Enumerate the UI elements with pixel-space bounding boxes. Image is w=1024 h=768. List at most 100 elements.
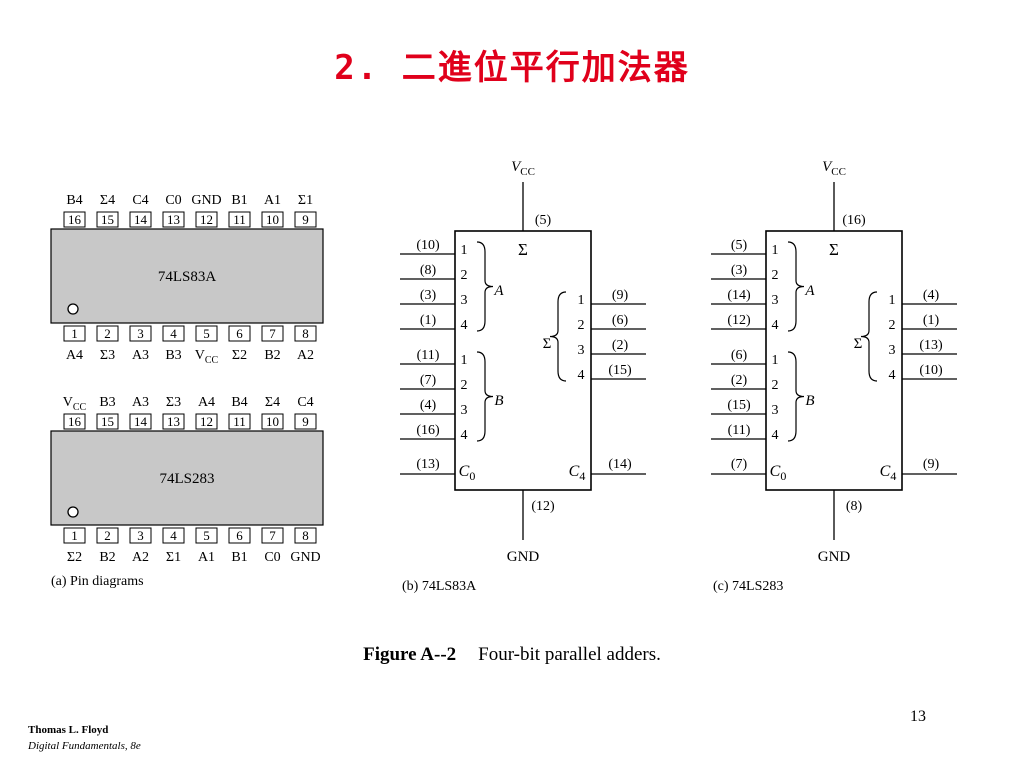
pin-number: 14 — [134, 212, 148, 227]
pin-number: 3 — [137, 326, 144, 341]
page-number: 13 — [910, 708, 926, 725]
pin-number: 8 — [302, 528, 309, 543]
pin-signal-label: Σ1 — [166, 550, 181, 565]
pin-box — [228, 211, 251, 228]
pin1-indicator-dot — [67, 506, 79, 518]
sum-bit-number: 4 — [889, 368, 896, 383]
sum-bit-number: 4 — [578, 368, 585, 383]
sum-bit-number: 3 — [889, 343, 896, 358]
sum-pin-number: (13) — [919, 338, 943, 353]
c0-pin-number: (7) — [731, 457, 748, 472]
pin-signal-label: Σ2 — [232, 348, 247, 363]
pin-number: 7 — [269, 326, 276, 341]
figure-label: Figure A--2 — [363, 644, 457, 665]
c0-label: C0 — [770, 463, 787, 483]
group-a-label: A — [493, 283, 504, 299]
pin-signal-label: A1 — [198, 550, 215, 565]
pin-signal-label: VCC — [63, 395, 87, 413]
b-bit-number: 3 — [772, 403, 779, 418]
pin-box — [96, 325, 119, 342]
pin-signal-label: C0 — [264, 550, 280, 565]
group-b-label: B — [805, 393, 814, 409]
pin-signal-label: B3 — [165, 348, 181, 363]
pin-box — [294, 211, 317, 228]
pin-box — [294, 413, 317, 430]
pin-diagrams-label: (a) Pin diagrams — [51, 574, 144, 589]
pin-signal-label: C0 — [165, 193, 181, 208]
pin-box — [129, 413, 152, 430]
pin-box — [195, 211, 218, 228]
pin-number: 6 — [236, 326, 243, 341]
pin-number: 6 — [236, 528, 243, 543]
gnd-pin-number: (12) — [531, 499, 555, 514]
sum-pin-number: (15) — [608, 363, 632, 378]
pin-number: 10 — [266, 212, 279, 227]
pin-signal-label: A3 — [132, 395, 149, 410]
pin-signal-label: A4 — [66, 348, 83, 363]
sigma-symbol: Σ — [829, 240, 839, 259]
gnd-label: GND — [818, 549, 851, 565]
pin-box — [96, 211, 119, 228]
pin-box — [294, 527, 317, 544]
sum-pin-number: (1) — [923, 313, 940, 328]
slide-title: 2. 二進位平行加法器 — [334, 48, 690, 88]
b-bit-number: 2 — [772, 378, 779, 393]
pin-number: 16 — [68, 212, 82, 227]
sum-pin-number: (9) — [612, 288, 629, 303]
vcc-label: VCC — [511, 159, 535, 178]
gnd-pin-number: (8) — [846, 499, 863, 514]
b-pin-number: (7) — [420, 373, 437, 388]
sigma-symbol: Σ — [518, 240, 528, 259]
a-bit-number: 4 — [461, 318, 468, 333]
pin-number: 3 — [137, 528, 144, 543]
pin-box — [261, 325, 284, 342]
pin-number: 4 — [170, 528, 177, 543]
pin-number: 4 — [170, 326, 177, 341]
b-pin-number: (16) — [416, 423, 440, 438]
a-bit-number: 3 — [772, 293, 779, 308]
pin-box — [228, 527, 251, 544]
pin-number: 9 — [302, 414, 309, 429]
sum-group-sigma: Σ — [543, 336, 552, 352]
b-bit-number: 3 — [461, 403, 468, 418]
vcc-label: VCC — [822, 159, 846, 178]
pin-number: 14 — [134, 414, 148, 429]
brace-sum — [549, 291, 567, 382]
pin-signal-label: Σ4 — [100, 193, 115, 208]
a-bit-number: 2 — [772, 268, 779, 283]
pin-box — [195, 325, 218, 342]
pin-signal-label: B4 — [66, 193, 82, 208]
symbol-figure-label: (c) 74LS283 — [713, 579, 783, 594]
a-pin-number: (5) — [731, 238, 748, 253]
pin-signal-label: VCC — [195, 348, 219, 366]
pin-number: 10 — [266, 414, 279, 429]
pin-signal-label: C4 — [297, 395, 313, 410]
brace-b — [787, 351, 805, 442]
chip-body — [50, 228, 324, 324]
pin-number: 1 — [71, 528, 78, 543]
pin-signal-label: GND — [191, 193, 221, 208]
pin-number: 2 — [104, 326, 111, 341]
a-pin-number: (3) — [420, 288, 437, 303]
pin-number: 15 — [101, 212, 114, 227]
c4-pin-number: (9) — [923, 457, 940, 472]
pin-box — [228, 325, 251, 342]
pin-box — [228, 413, 251, 430]
vcc-pin-number: (5) — [535, 213, 552, 228]
c0-pin-number: (13) — [416, 457, 440, 472]
pin-box — [63, 211, 86, 228]
sum-bit-number: 2 — [889, 318, 896, 333]
sum-pin-number: (4) — [923, 288, 940, 303]
a-bit-number: 4 — [772, 318, 779, 333]
symbol-figure-label: (b) 74LS83A — [402, 579, 477, 594]
pin-box — [195, 527, 218, 544]
pin-number: 12 — [200, 414, 213, 429]
pin-box — [63, 325, 86, 342]
brace-a — [787, 241, 805, 332]
b-bit-number: 1 — [772, 353, 779, 368]
a-bit-number: 2 — [461, 268, 468, 283]
b-pin-number: (4) — [420, 398, 437, 413]
a-bit-number: 1 — [461, 243, 468, 258]
pin-signal-label: B1 — [231, 550, 247, 565]
